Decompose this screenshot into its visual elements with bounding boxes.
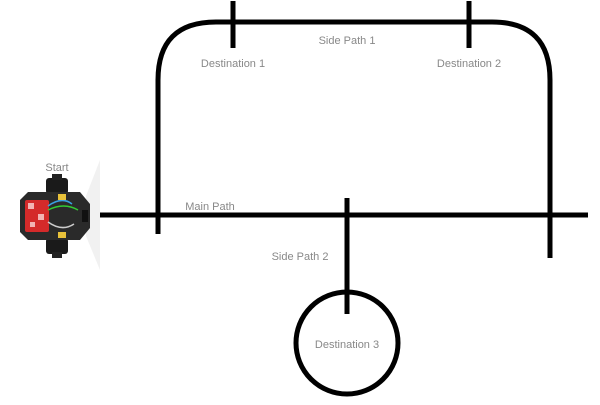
line-following-robot-icon (20, 160, 100, 270)
side-path-2-label: Side Path 2 (272, 251, 329, 263)
destination-3-label: Destination 3 (315, 339, 379, 351)
start-label: Start (45, 162, 68, 174)
destination-2-label: Destination 2 (437, 58, 501, 70)
destination-1-label: Destination 1 (201, 58, 265, 70)
main-path-label: Main Path (185, 201, 235, 213)
side-path-1-track (155, 19, 553, 258)
destination-3-circle (293, 289, 401, 397)
side-path-1-label: Side Path 1 (319, 35, 376, 47)
